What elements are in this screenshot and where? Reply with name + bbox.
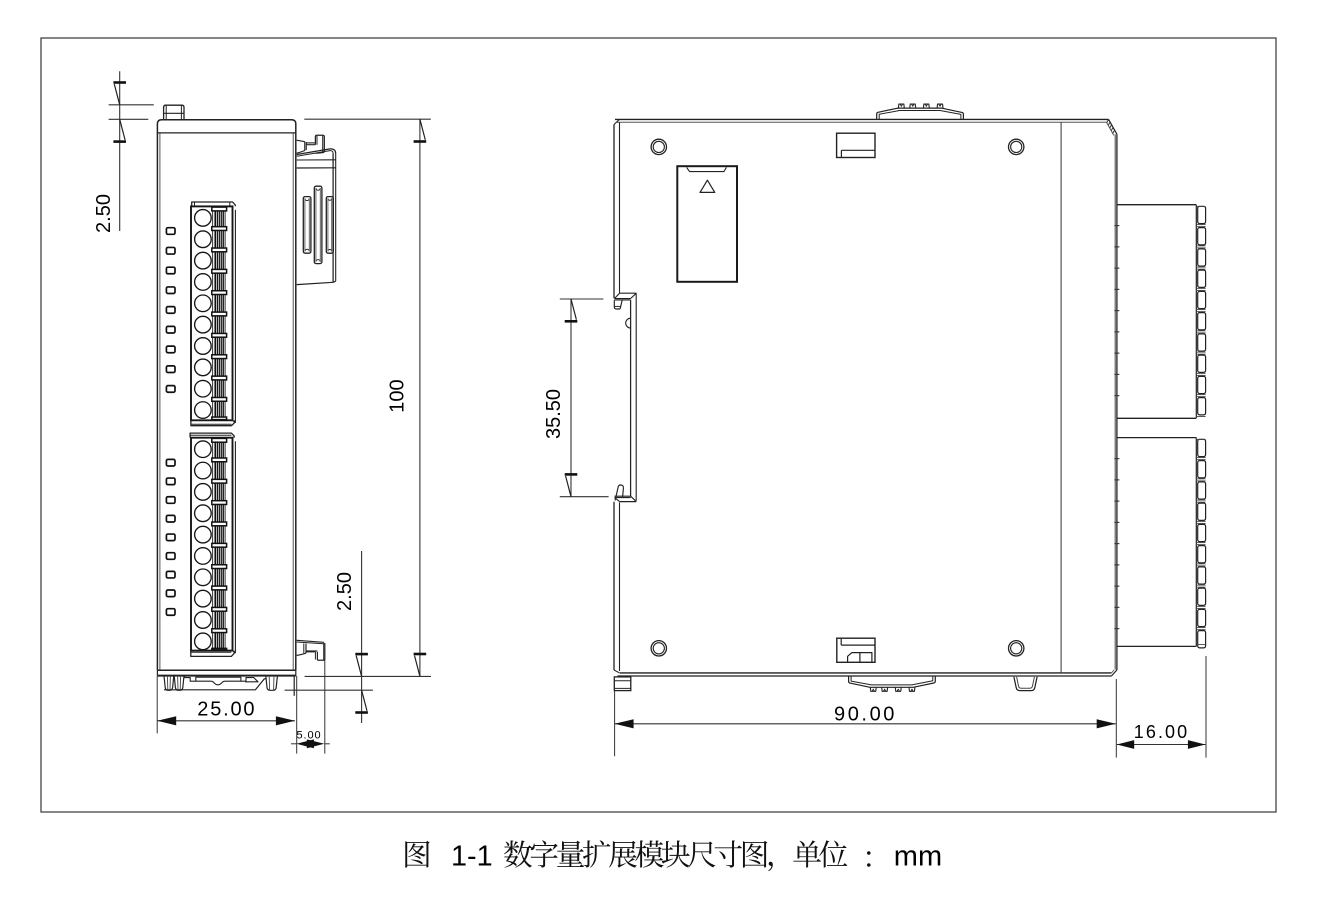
svg-text:25.00: 25.00 bbox=[197, 699, 256, 721]
svg-text:mm: mm bbox=[894, 840, 942, 872]
svg-text:2.50: 2.50 bbox=[334, 572, 356, 611]
svg-text:5.00: 5.00 bbox=[296, 730, 321, 742]
svg-text:100: 100 bbox=[387, 379, 409, 412]
svg-text:2.50: 2.50 bbox=[93, 194, 115, 233]
svg-text:1-1: 1-1 bbox=[451, 840, 493, 872]
svg-text:16.00: 16.00 bbox=[1134, 722, 1190, 742]
svg-text:35.50: 35.50 bbox=[543, 389, 565, 439]
svg-text:90.00: 90.00 bbox=[834, 703, 897, 725]
